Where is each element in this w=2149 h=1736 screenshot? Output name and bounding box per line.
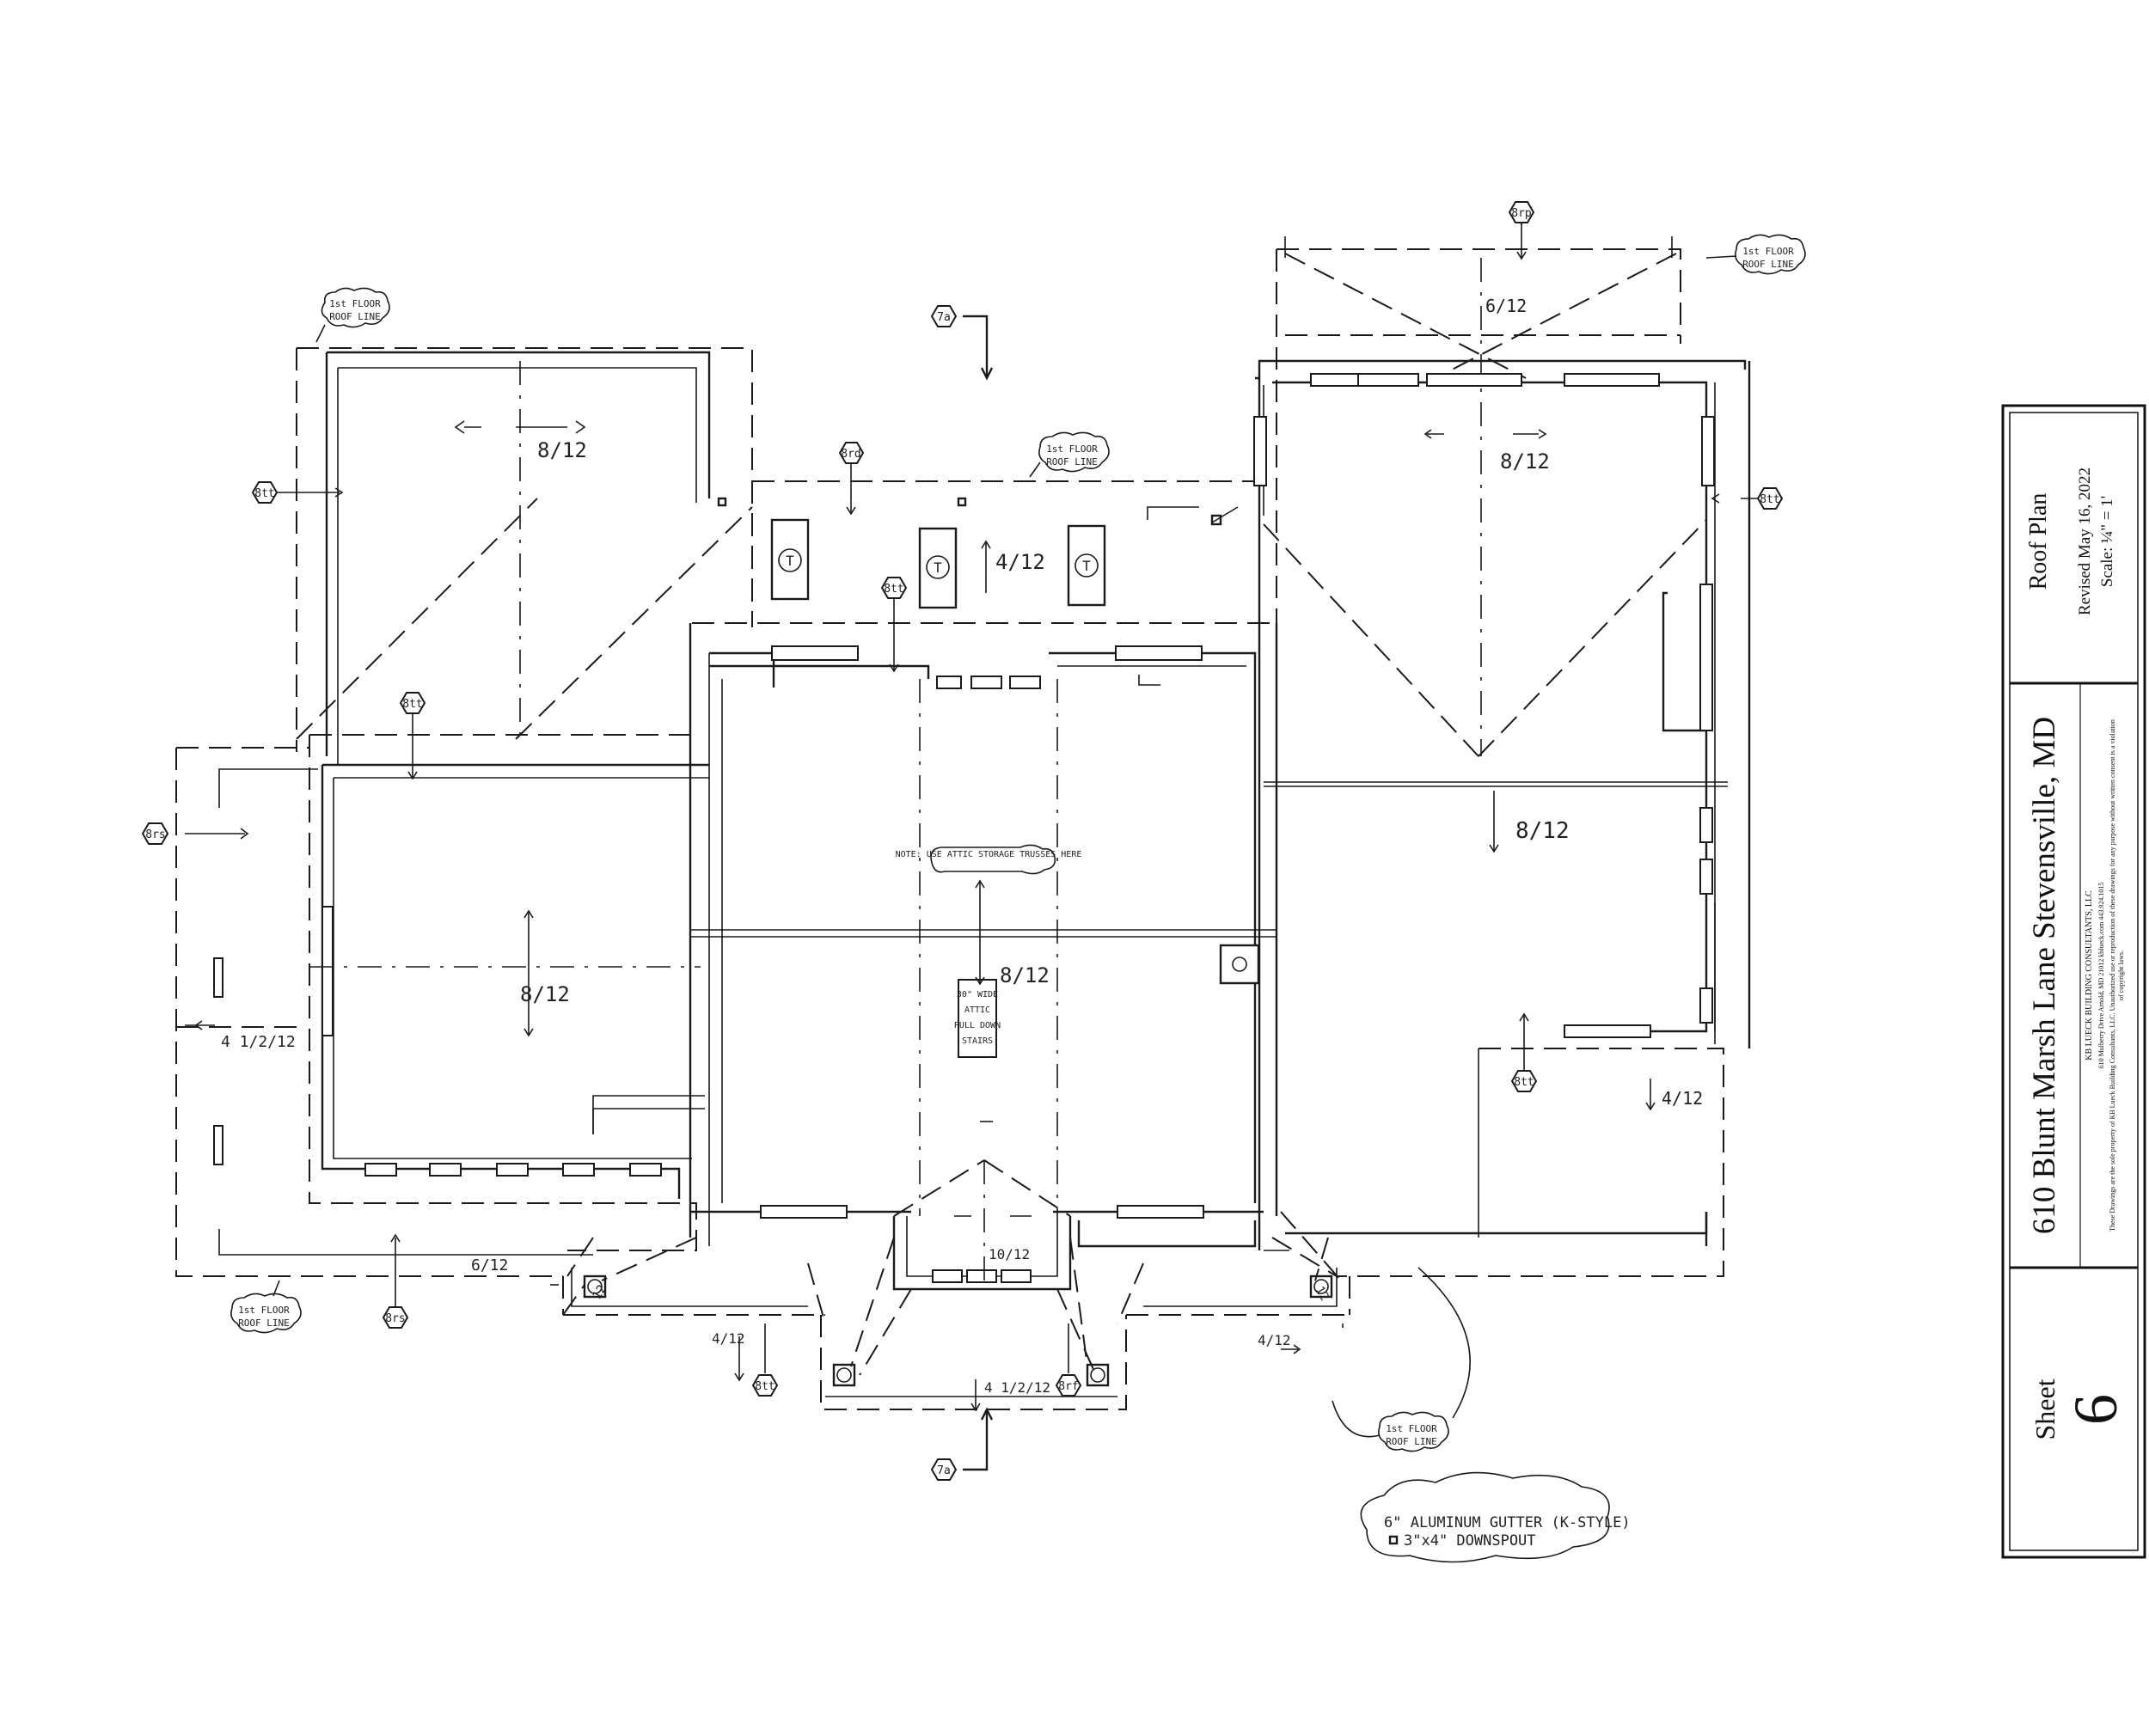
- svg-text:8rp: 8rp: [1511, 207, 1532, 220]
- svg-text:ROOF LINE: ROOF LINE: [238, 1317, 290, 1329]
- tag-8tt-left: 8tt: [251, 481, 292, 504]
- svg-text:30" WIDE: 30" WIDE: [957, 990, 998, 999]
- skylight-label: T: [786, 553, 794, 569]
- svg-text:1st FLOOR: 1st FLOOR: [329, 298, 381, 309]
- skylight-label: T: [934, 559, 942, 576]
- front-entry: [562, 1159, 1350, 1410]
- lower-right-wing: [1077, 1048, 1724, 1277]
- roofline-callouts: 1st FLOOR ROOF LINE 1st FLOOR ROOF LINE …: [230, 234, 1806, 1452]
- sheet-label-group: Sheet: [2030, 1378, 2060, 1440]
- drawing-title: Roof Plan: [2025, 493, 2052, 590]
- svg-text:8rf: 8rf: [1058, 1380, 1078, 1393]
- svg-text:7a: 7a: [937, 1464, 951, 1477]
- downspout-symbol-icon: [1388, 1535, 1399, 1545]
- svg-text:1st FLOOR: 1st FLOOR: [1742, 246, 1794, 257]
- sheet-number: 6: [2061, 1394, 2130, 1425]
- project-title: 610 Blunt Marsh Lane Stevensville, MD: [2027, 717, 2062, 1234]
- tag-8tt-right: 8tt: [1756, 487, 1784, 510]
- tag-8rs-left: 8rs: [141, 822, 169, 845]
- svg-text:8rs: 8rs: [385, 1312, 405, 1325]
- tag-7a-top: 7a: [930, 305, 958, 327]
- tag-8tt-lower: 8tt: [399, 692, 426, 722]
- left-porch: [175, 747, 593, 1277]
- pitch-label: 8/12: [1000, 963, 1050, 987]
- svg-text:ROOF LINE: ROOF LINE: [1046, 456, 1098, 468]
- skylight-label: T: [1082, 558, 1091, 574]
- tag-8rs-bottom: 8rs: [382, 1302, 409, 1329]
- svg-text:1st FLOOR: 1st FLOOR: [238, 1305, 290, 1316]
- slope-arrows: [185, 223, 1758, 1412]
- downspout-legend-text: 3"x4" DOWNSPOUT: [1404, 1532, 1536, 1550]
- tag-8tt-lowright: 8tt: [1510, 1048, 1538, 1092]
- svg-text:ATTIC: ATTIC: [964, 1006, 990, 1015]
- pitch-label: 4/12: [995, 550, 1045, 574]
- svg-text:8rd: 8rd: [841, 448, 860, 461]
- skylights: T T T: [717, 497, 1239, 609]
- scale: Scale: ¼" = 1': [2098, 496, 2116, 587]
- lower-left-wing: [309, 734, 709, 1251]
- tag-7a-bottom: 7a: [930, 1458, 958, 1481]
- revised-date: Revised May 16, 2022: [2076, 468, 2094, 615]
- svg-text:1st FLOOR: 1st FLOOR: [1046, 443, 1098, 455]
- company-info-group: KB LUECK BUILDING CONSULTANTS, LLC 610 M…: [2085, 719, 2125, 1232]
- pitch-label: 12: [591, 1282, 609, 1302]
- svg-text:ROOF LINE: ROOF LINE: [1742, 259, 1794, 270]
- svg-text:PULL DOWN: PULL DOWN: [954, 1021, 1001, 1030]
- svg-text:8tt: 8tt: [884, 583, 903, 596]
- tag-8rd: 8rd: [838, 442, 865, 477]
- svg-text:7a: 7a: [937, 311, 951, 324]
- hex-tags: 8tt 8rd 8tt 8tt 8rp 8tt 8rs: [141, 201, 1784, 1481]
- pitch-label: 4/12: [1258, 1332, 1291, 1348]
- gutter-legend: 6" ALUMINUM GUTTER (K-STYLE) 3"x4" DOWNS…: [1360, 1471, 1631, 1563]
- right-wing: [1253, 236, 1751, 1251]
- svg-text:8tt: 8tt: [402, 698, 422, 711]
- svg-text:8tt: 8tt: [755, 1380, 774, 1393]
- section-cuts: [963, 315, 994, 1471]
- pitch-label: 4/12: [712, 1330, 745, 1347]
- company-address: 610 Mulberry Drive Arnold, MD 21012 kblu…: [2097, 883, 2105, 1069]
- roofline-callout-bottom-left: 1st FLOOR ROOF LINE: [230, 1280, 302, 1334]
- pitch-label: 10/12: [989, 1246, 1030, 1262]
- copyright-notice: These Drawings are the sole property of …: [2109, 719, 2125, 1232]
- pitch-label: 4 1/2/12: [221, 1033, 296, 1051]
- project-title-group: 610 Blunt Marsh Lane Stevensville, MD: [2027, 717, 2062, 1234]
- svg-text:8tt: 8tt: [1514, 1076, 1534, 1089]
- left-wing: [296, 347, 1264, 765]
- roof-plan-title-group: Roof Plan Revised May 16, 2022 Scale: ¼"…: [2025, 468, 2116, 615]
- sheet-label: Sheet: [2030, 1378, 2060, 1440]
- roofline-callout-top-left: 1st FLOOR ROOF LINE: [315, 287, 390, 343]
- svg-text:ROOF LINE: ROOF LINE: [329, 311, 381, 322]
- svg-text:8tt: 8tt: [1760, 493, 1779, 506]
- pitch-label: 6/12: [471, 1256, 508, 1274]
- pitch-label: 8/12: [1515, 818, 1570, 844]
- tag-8rp: 8rp: [1508, 201, 1535, 225]
- svg-text:1st FLOOR: 1st FLOOR: [1386, 1423, 1437, 1434]
- pitch-label: 6/12: [1485, 296, 1527, 316]
- svg-text:8tt: 8tt: [254, 487, 274, 500]
- pitch-label: 8/12: [520, 982, 570, 1006]
- tag-8rf: 8rf: [1055, 1323, 1082, 1397]
- tag-8tt-bottom: 8tt: [751, 1323, 779, 1397]
- svg-text:8rs: 8rs: [145, 828, 165, 841]
- roofline-callout-bottom-right: 1st FLOOR ROOF LINE: [1332, 1267, 1471, 1452]
- title-block: Roof Plan Revised May 16, 2022 Scale: ¼"…: [2001, 404, 2146, 1559]
- pitch-label: 4/12: [1662, 1088, 1703, 1109]
- center-block: [689, 481, 1278, 1246]
- pitch-label: 8/12: [537, 438, 587, 462]
- pitch-labels: 8/12 4/12 8/12 6/12 8/12 8/12 8/12 4/12 …: [221, 296, 1703, 1396]
- pitch-label: 12: [1313, 1284, 1332, 1304]
- pitch-label: 8/12: [1500, 449, 1550, 474]
- roofline-callout-top-center: 1st FLOOR ROOF LINE: [1029, 431, 1110, 478]
- svg-text:NOTE: USE ATTIC STORAGE TRUSSE: NOTE: USE ATTIC STORAGE TRUSSES HERE: [896, 850, 1082, 859]
- gutter-legend-text: 6" ALUMINUM GUTTER (K-STYLE): [1384, 1514, 1631, 1531]
- svg-text:STAIRS: STAIRS: [962, 1036, 993, 1046]
- company-name: KB LUECK BUILDING CONSULTANTS, LLC: [2085, 890, 2094, 1061]
- svg-text:ROOF LINE: ROOF LINE: [1386, 1436, 1437, 1447]
- pitch-label: 4 1/2/12: [984, 1379, 1050, 1396]
- attic-stair-note: 30" WIDE ATTIC PULL DOWN STAIRS: [954, 990, 1001, 1046]
- tag-8tt-center: 8tt: [880, 577, 908, 610]
- attic-storage-note: NOTE: USE ATTIC STORAGE TRUSSES HERE: [896, 844, 1082, 875]
- roofline-callout-top-right: 1st FLOOR ROOF LINE: [1705, 234, 1806, 275]
